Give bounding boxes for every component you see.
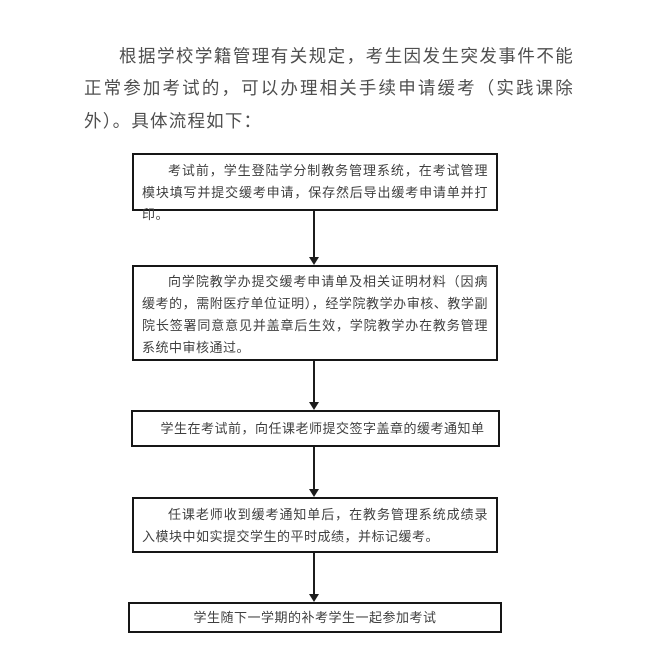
arrow-down-icon [307,361,321,410]
flow-step-5: 学生随下一学期的补考学生一起参加考试 [128,602,502,633]
flow-step-2: 向学院教学办提交缓考申请单及相关证明材料（因病缓考的，需附医疗单位证明），经学院… [132,265,498,361]
arrow-shaft [313,553,315,594]
arrow-shaft [313,211,315,257]
flow-step-3: 学生在考试前，向任课老师提交签字盖章的缓考通知单 [131,410,500,447]
flow-step-1: 考试前，学生登陆学分制教务管理系统，在考试管理模块填写并提交缓考申请，保存然后导… [132,153,498,222]
arrow-down-icon [307,553,321,602]
flow-step-4: 任课老师收到缓考通知单后，在教务管理系统成绩录入模块中如实提交学生的平时成绩，并… [132,497,498,553]
arrow-down-icon [307,447,321,497]
arrow-head-icon [309,257,319,265]
arrow-shaft [313,447,315,489]
arrow-head-icon [309,594,319,602]
intro-paragraph: 根据学校学籍管理有关规定，考生因发生突发事件不能正常参加考试的，可以办理相关手续… [84,45,574,131]
arrow-shaft [313,361,315,402]
arrow-head-icon [309,402,319,410]
arrow-down-icon [307,211,321,265]
arrow-head-icon [309,489,319,497]
